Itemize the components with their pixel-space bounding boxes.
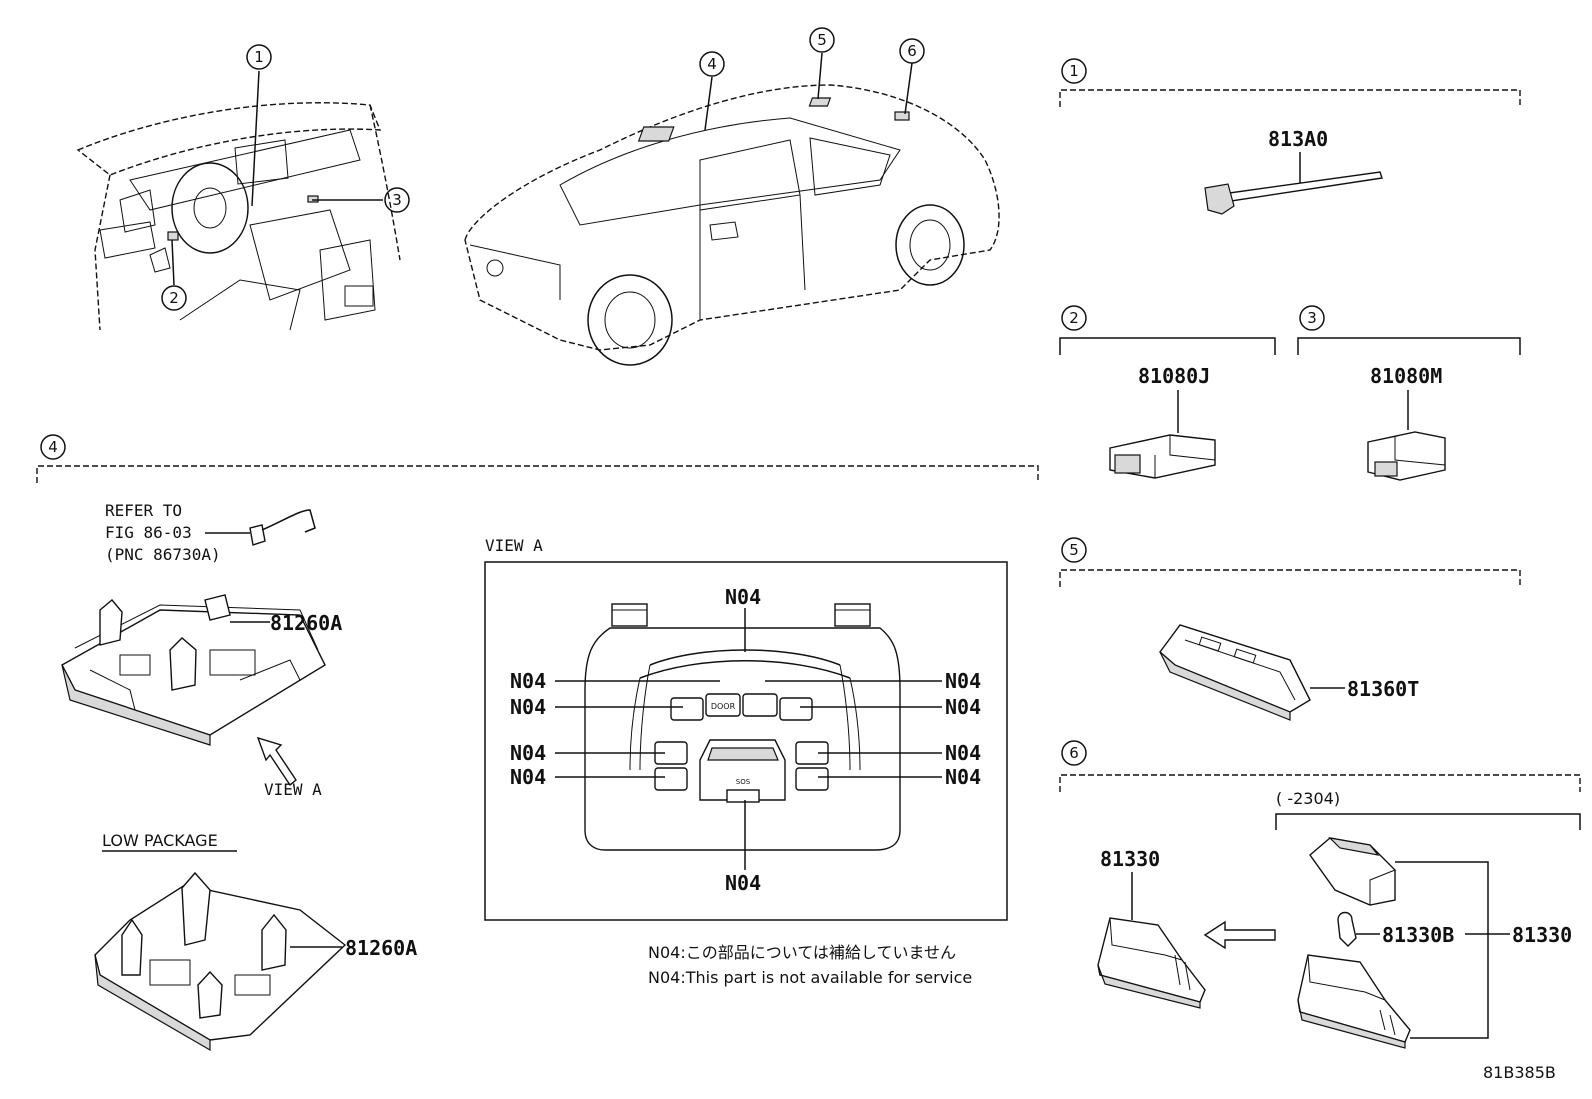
section-4: 4 REFER TO FIG 86-03 (PNC 86730A) 81260A… (36, 434, 1039, 1052)
section-1: 1 813A0 (1059, 58, 1521, 215)
n04-label-right-2: N04 (945, 695, 981, 719)
svg-text:3: 3 (1307, 309, 1317, 327)
part-number-81360T: 81360T (1347, 677, 1419, 701)
callout-3-top: 3 (384, 187, 410, 213)
n04-label-right-4: N04 (945, 765, 981, 789)
svg-text:3: 3 (392, 191, 402, 209)
callout-1-top: 1 (246, 44, 272, 70)
view-a-title: VIEW A (485, 536, 543, 555)
section-5: 5 81360T (1059, 537, 1521, 721)
svg-text:2: 2 (1069, 309, 1079, 327)
n04-label-left-3: N04 (510, 741, 546, 765)
part-number-81330-right: 81330 (1512, 923, 1572, 947)
callout-6-top: 6 (899, 38, 925, 64)
refer-line-1: REFER TO (105, 501, 182, 520)
replacement-arrow-icon (1203, 920, 1276, 950)
overhead-console-unit (61, 594, 326, 746)
callout-5-top: 5 (809, 27, 835, 53)
part-number-81330-left: 81330 (1100, 847, 1160, 871)
svg-text:6: 6 (1069, 744, 1079, 762)
n04-label-left-1: N04 (510, 669, 546, 693)
refer-line-2: FIG 86-03 (105, 523, 192, 542)
n04-label-left-4: N04 (510, 765, 546, 789)
n04-label-bottom: N04 (725, 871, 761, 895)
refer-line-3: (PNC 86730A) (105, 545, 221, 564)
section-2: 2 81080J (1059, 305, 1276, 479)
part-number-81260A-main: 81260A (270, 611, 342, 635)
svg-text:6: 6 (907, 42, 917, 60)
part-number-81330B: 81330B (1382, 923, 1454, 947)
figure-id: 81B385B (1483, 1063, 1556, 1082)
svg-text:1: 1 (254, 48, 264, 66)
low-package-label: LOW PACKAGE (102, 831, 218, 850)
top-leaders (171, 52, 913, 286)
svg-text:5: 5 (1069, 541, 1079, 559)
note-english: N04:This part is not available for servi… (648, 968, 972, 987)
part-number-81080J: 81080J (1138, 364, 1210, 388)
n04-label-right-1: N04 (945, 669, 981, 693)
part-number-81080M: 81080M (1370, 364, 1442, 388)
view-a-arrow-label: VIEW A (264, 780, 322, 799)
n04-label-left-2: N04 (510, 695, 546, 719)
view-a-arrow-icon (256, 736, 297, 787)
svg-text:5: 5 (817, 31, 827, 49)
callout-2-top: 2 (161, 285, 187, 311)
svg-text:4: 4 (48, 438, 58, 456)
low-package-console-unit (94, 871, 347, 1052)
n04-label-top: N04 (725, 585, 761, 609)
svg-text:4: 4 (707, 55, 717, 73)
part-number-81260A-low: 81260A (345, 936, 417, 960)
part-number-813A0: 813A0 (1268, 127, 1328, 151)
svg-text:1: 1 (1069, 62, 1079, 80)
car-illustration (464, 84, 1000, 366)
door-button-label: DOOR (711, 702, 736, 711)
view-a-panel: VIEW A DOOR SOS N04 N04 N04 (484, 536, 1008, 921)
section-6: 6 ( -2304) 81330 81330B 81330 (1059, 740, 1581, 1049)
serial-range-label: ( -2304) (1276, 789, 1340, 808)
dashboard-illustration (76, 102, 401, 331)
n04-label-right-3: N04 (945, 741, 981, 765)
note-japanese: N04:この部品については補給していません (648, 943, 956, 962)
sos-button-label: SOS (736, 778, 751, 786)
svg-text:2: 2 (169, 289, 179, 307)
callout-4-top: 4 (699, 51, 725, 77)
section-3: 3 81080M (1297, 305, 1521, 481)
